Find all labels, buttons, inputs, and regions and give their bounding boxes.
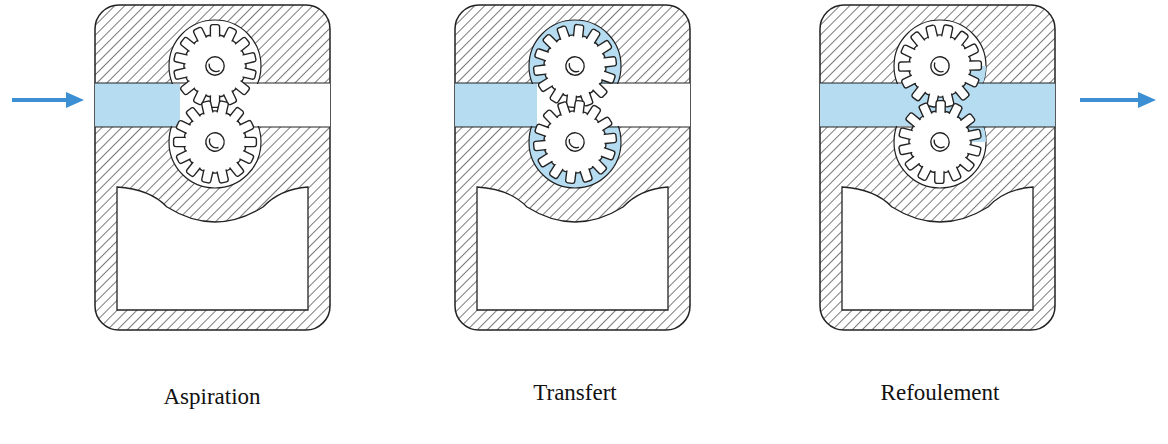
pump-housing (455, 5, 690, 330)
stage-caption: Transfert (531, 380, 618, 406)
pump-housing (95, 5, 330, 330)
flow-arrow (1080, 92, 1156, 108)
pump-housing (820, 5, 1055, 330)
stage-caption: Refoulement (879, 380, 1002, 406)
flow-arrow (12, 92, 84, 108)
stage-caption: Aspiration (161, 384, 262, 410)
